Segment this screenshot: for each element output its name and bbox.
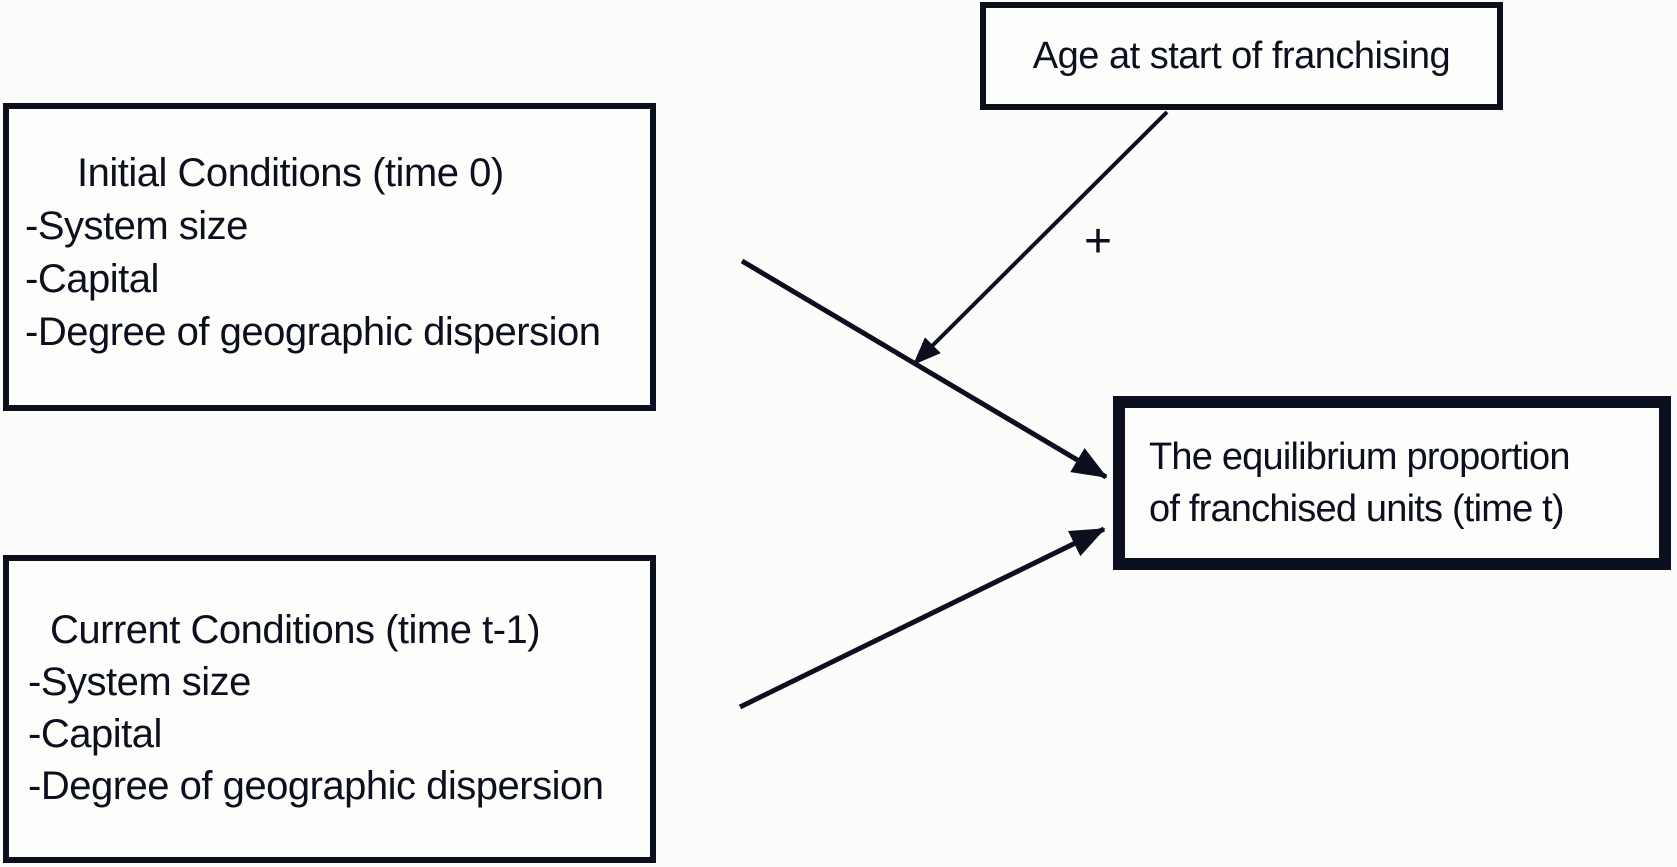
- plus-sign-label: +: [1083, 215, 1113, 268]
- initial-conditions-item-dispersion: -Degree of geographic dispersion: [25, 310, 601, 354]
- initial-conditions-item-system-size: -System size: [25, 204, 248, 248]
- outcome-line2: of franchised units (time t): [1149, 488, 1565, 530]
- age-at-start-box: Age at start of franchising: [980, 2, 1503, 110]
- current-conditions-item-system-size: -System size: [28, 660, 251, 704]
- outcome-box: The equilibrium proportion of franchised…: [1113, 396, 1671, 570]
- arrow-current-to-outcome: [738, 526, 1106, 710]
- outcome-line1: The equilibrium proportion: [1149, 436, 1570, 478]
- current-conditions-title: Current Conditions (time t-1): [50, 608, 541, 652]
- current-conditions-item-capital: -Capital: [28, 712, 162, 756]
- initial-conditions-box: Initial Conditions (time 0) -System size…: [3, 103, 656, 411]
- current-conditions-item-dispersion: -Degree of geographic dispersion: [28, 764, 604, 808]
- initial-conditions-title: Initial Conditions (time 0): [77, 151, 504, 195]
- age-at-start-label: Age at start of franchising: [1032, 34, 1451, 77]
- arrow-initial-to-outcome: [740, 258, 1108, 480]
- initial-conditions-item-capital: -Capital: [25, 257, 159, 301]
- current-conditions-box: Current Conditions (time t-1) -System si…: [3, 555, 656, 863]
